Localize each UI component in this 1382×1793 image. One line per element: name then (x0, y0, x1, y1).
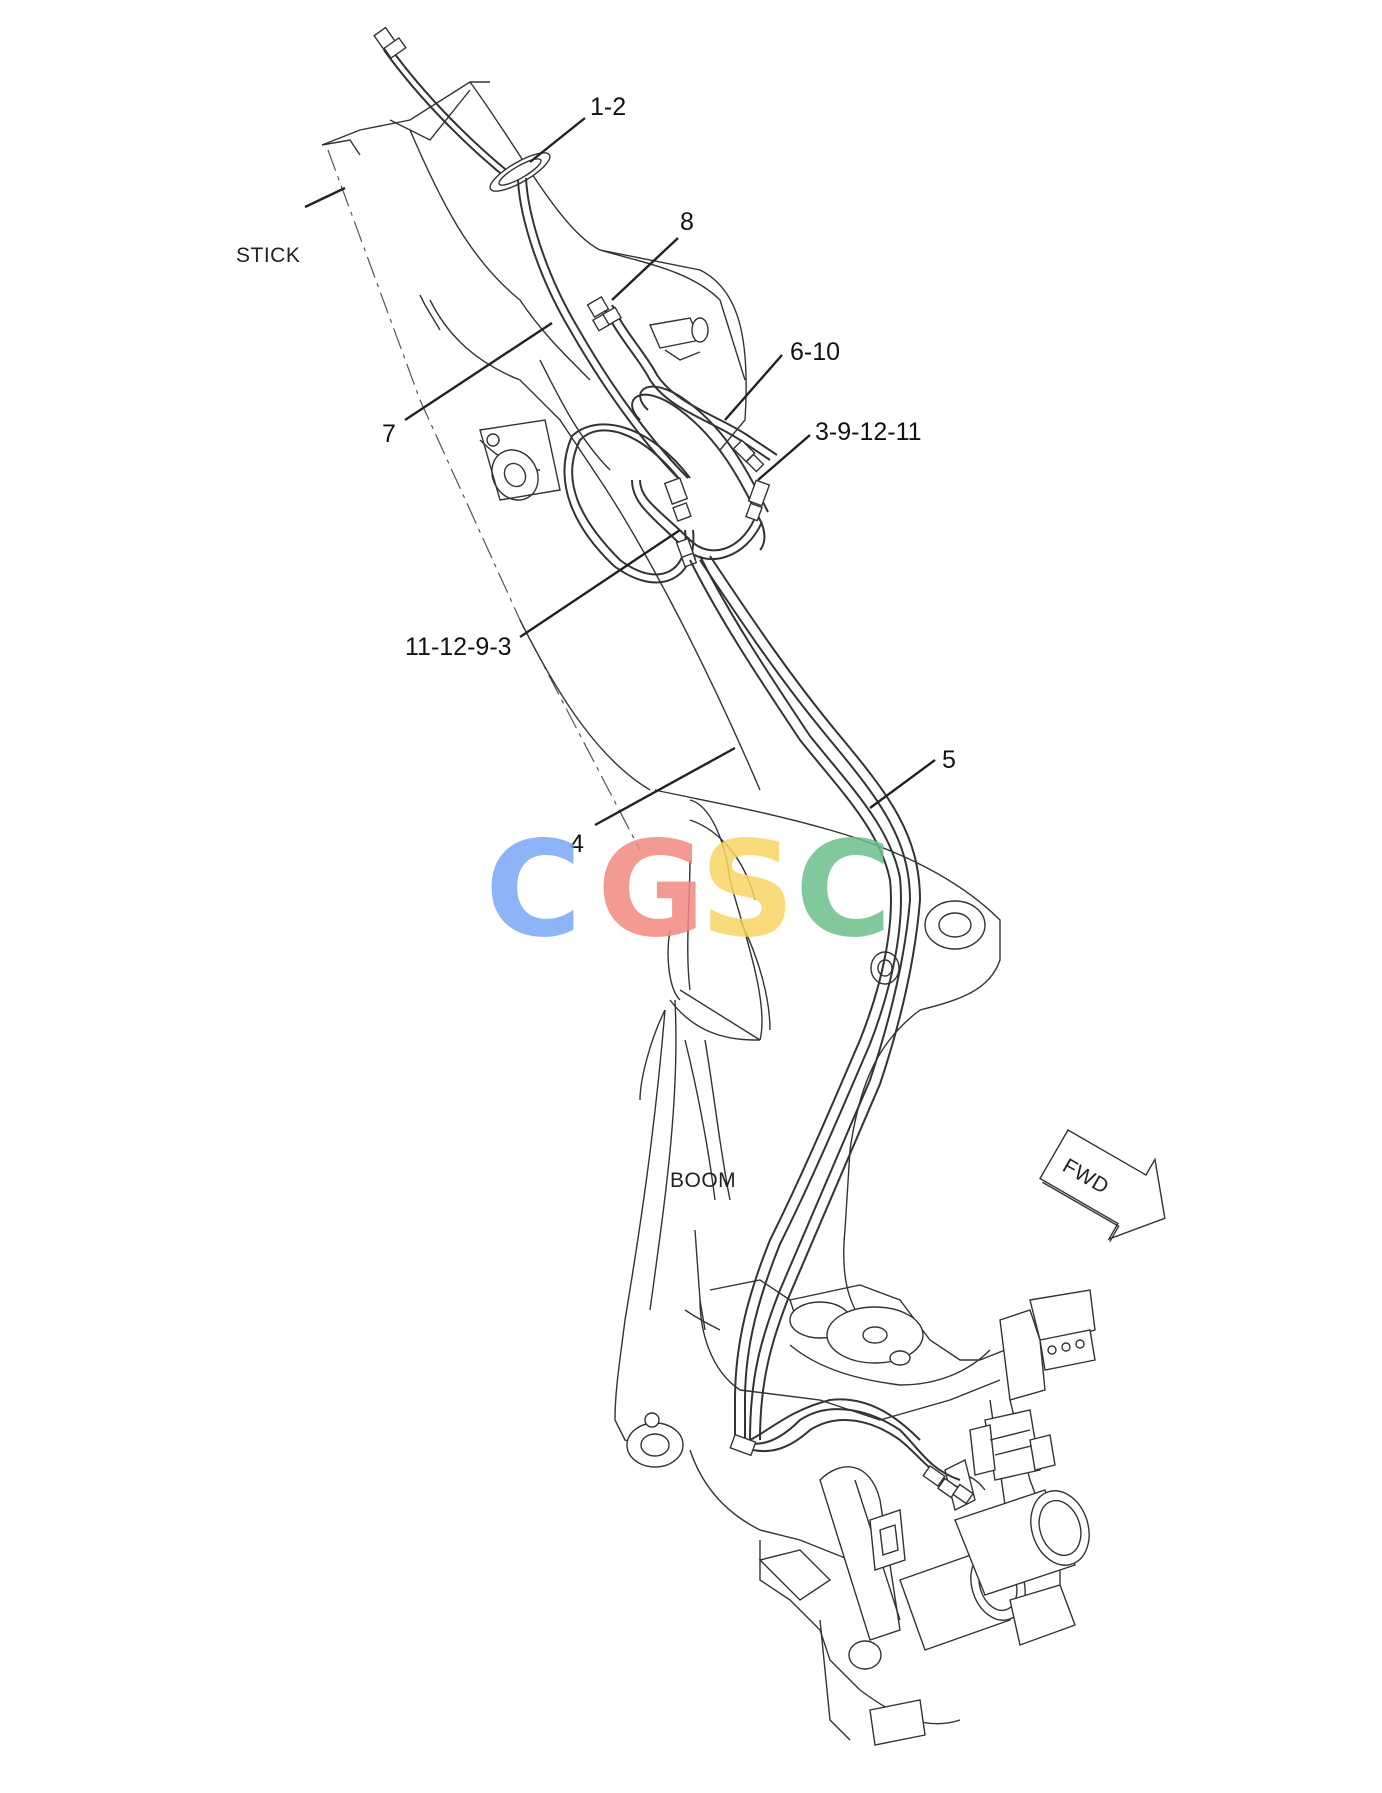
hose-mount-block (649, 317, 709, 361)
callout-5: 5 (942, 746, 956, 774)
boom-cylinder-pin (870, 900, 986, 985)
swing-frame (689, 1279, 1096, 1746)
callouts: 1-2 8 6-10 3-9-12-11 7 11-12-9-3 5 4 (382, 93, 956, 858)
callout-4: 4 (570, 830, 584, 858)
stick-leader (304, 186, 346, 209)
callout-6-10: 6-10 (790, 338, 840, 366)
watermark: C G S C (485, 813, 892, 967)
callout-8: 8 (680, 208, 694, 236)
watermark-letter-1: C (485, 813, 582, 967)
watermark-letter-2: G (597, 813, 705, 967)
boom-label: BOOM (670, 1169, 736, 1192)
hydraulic-hoses (373, 26, 974, 1505)
callout-1-2: 1-2 (590, 93, 626, 121)
stick-pin-bracket (479, 419, 561, 501)
stick-label: STICK (236, 244, 300, 267)
stick-outline (321, 81, 747, 851)
callout-11-12-9-3: 11-12-9-3 (405, 633, 512, 661)
watermark-letter-3: S (700, 813, 795, 967)
boom-outline (519, 479, 1001, 1451)
callout-3-9-12-11: 3-9-12-11 (815, 418, 922, 446)
boom-foot-pin (626, 1412, 684, 1468)
forward-arrow: FWD (1039, 1129, 1166, 1243)
leader-lines (304, 117, 936, 827)
callout-7: 7 (382, 420, 396, 448)
watermark-letter-4: C (795, 813, 892, 967)
